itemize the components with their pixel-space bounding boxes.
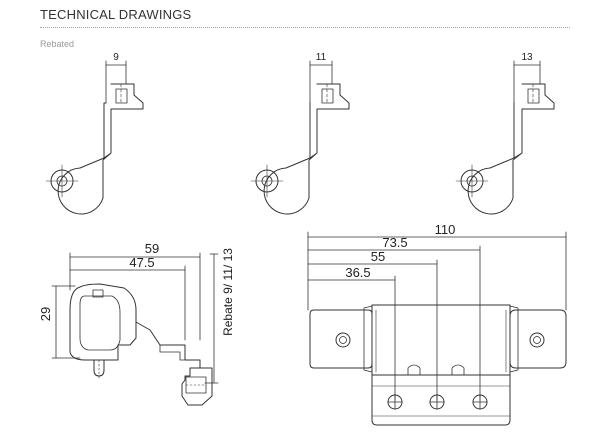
left-plate: [309, 309, 373, 369]
slot: [407, 364, 421, 376]
hinge-leaf-outline: [57, 83, 144, 215]
hinge-leaf-outline: [263, 83, 350, 215]
front-view: 110 73.5 55 36.5: [307, 222, 567, 426]
dimension-47-5: [69, 265, 186, 341]
dimension-rebate: [204, 253, 219, 384]
dimension-label: 11: [316, 52, 327, 63]
pin-slot: [321, 88, 334, 104]
dimension-73-5: [307, 245, 481, 401]
side-view: 59 47.5 29 Rebate 9/ 11/ 13: [38, 241, 235, 406]
dimension-label: 9: [113, 52, 119, 63]
dimension-label: 47.5: [129, 255, 154, 270]
mounting-hole: [335, 332, 351, 348]
dimension-label: 29: [38, 307, 53, 321]
hinge-leaf-outline: [135, 321, 213, 406]
slot: [451, 364, 465, 376]
dimension-55: [307, 259, 438, 401]
mounting-hole: [529, 332, 545, 348]
rebate-label: Rebate 9/ 11/ 13: [221, 248, 235, 336]
drawing-subtitle: Rebated: [40, 39, 75, 49]
dimension-110: [307, 231, 567, 311]
pin-slot: [115, 88, 128, 104]
dimension-29: [51, 285, 81, 359]
hinge-knuckle: [363, 305, 373, 373]
dimension-label: 59: [145, 241, 159, 256]
dimension-59: [69, 252, 201, 341]
dimension-label: 73.5: [382, 235, 407, 250]
body-edge: [375, 309, 507, 373]
dimension-36-5: [307, 275, 396, 401]
hinge-body-inner: [79, 295, 121, 351]
pin-top: [92, 289, 104, 298]
pin-slot: [527, 88, 540, 104]
dimension-line: [105, 60, 127, 104]
dimension-label: 110: [435, 222, 456, 237]
top-view-13: 13: [455, 52, 555, 215]
hole-inner: [339, 336, 347, 344]
top-view-9: 9: [45, 52, 144, 215]
lower-plate: [371, 374, 511, 426]
section-divider: [40, 27, 570, 28]
hole-inner: [533, 336, 541, 344]
hinge-knuckle: [509, 305, 519, 373]
section-title: TECHNICAL DRAWINGS: [40, 7, 192, 22]
dimension-label: 36.5: [345, 265, 370, 280]
hinge-body-outline: [69, 283, 137, 361]
hinge-center-body: [371, 304, 511, 376]
hinge-leaf-outline: [467, 83, 555, 215]
dimension-line: [513, 60, 541, 104]
top-view-11: 11: [250, 52, 350, 215]
dimension-line: [309, 60, 333, 104]
leaf-step: [159, 344, 186, 361]
dimension-label: 55: [371, 249, 385, 264]
dimension-label: 13: [521, 52, 533, 63]
